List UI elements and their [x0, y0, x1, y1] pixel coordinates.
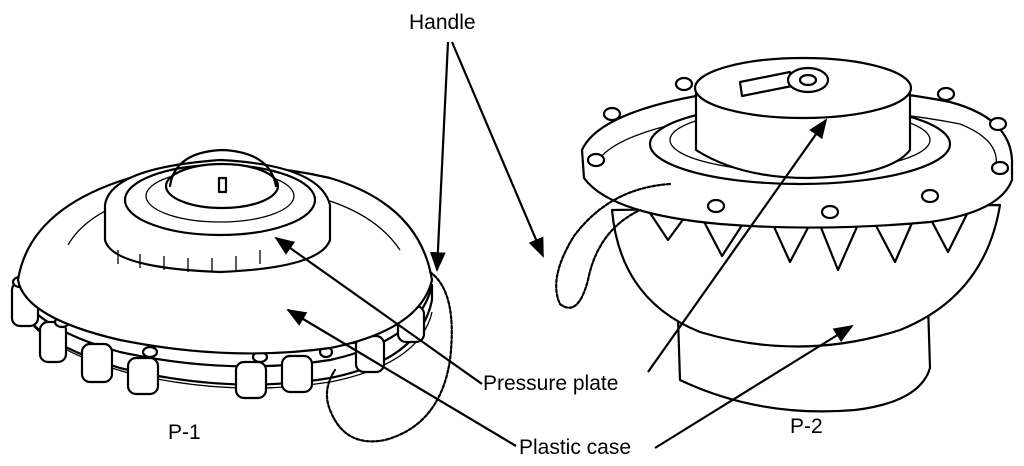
label-p1: P-1 — [168, 421, 201, 444]
rope-handle-p2 — [555, 182, 672, 309]
label-p2: P-2 — [790, 415, 823, 438]
mine-p1 — [10, 148, 434, 400]
leader-arrows — [274, 41, 854, 449]
label-handle: Handle — [409, 11, 476, 34]
label-pressure-plate: Pressure plate — [483, 372, 619, 395]
label-plastic-case: Plastic case — [519, 436, 632, 459]
rope-handle-p1 — [325, 270, 453, 443]
mine-p2 — [580, 56, 1014, 413]
